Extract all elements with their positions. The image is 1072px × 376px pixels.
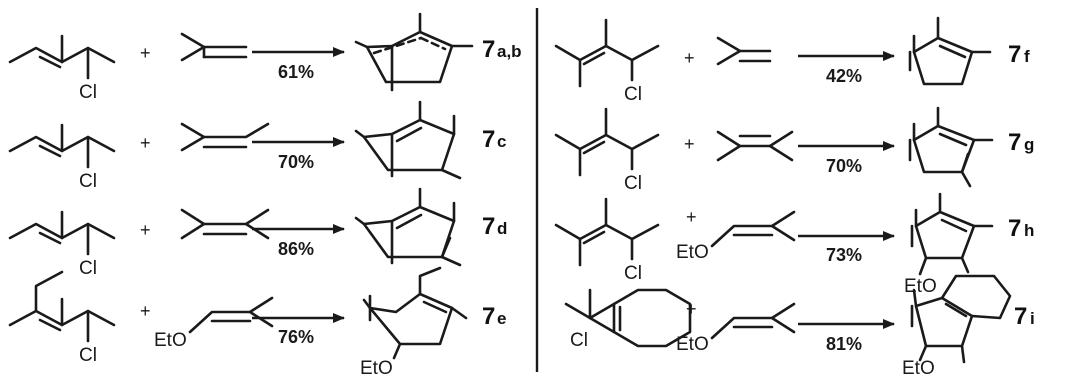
chloro-label: Cl — [79, 82, 97, 103]
compound-number: 7 — [482, 213, 495, 240]
yield-label: 86% — [278, 239, 314, 259]
plus-sign: + — [140, 220, 151, 240]
cyclopentene-product: EtO — [904, 192, 994, 297]
enol-ether-reactant: EtO — [676, 302, 796, 355]
ethoxy-label: EtO — [676, 334, 709, 355]
compound-number: 7 — [1008, 129, 1021, 156]
alkene-reactant — [716, 36, 772, 66]
chloro-label: Cl — [624, 173, 642, 194]
compound-number: 7 — [482, 303, 495, 330]
ethoxy-label: EtO — [154, 330, 187, 351]
chloro-label: Cl — [79, 345, 97, 366]
chloride-reactant: Cl — [8, 123, 116, 192]
yield-label: 73% — [826, 245, 862, 265]
enol-ether-reactant: EtO — [676, 210, 796, 263]
chloride-reactant: Cl — [8, 270, 116, 366]
cyclohexenyl-chloride-reactant: Cl — [564, 288, 692, 351]
plus-sign: + — [684, 134, 695, 154]
compound-number: 7 — [1008, 215, 1021, 242]
yield-label: 70% — [278, 152, 314, 172]
plus-sign: + — [140, 301, 151, 321]
plus-sign: + — [684, 48, 695, 68]
ethoxy-label: EtO — [360, 358, 393, 376]
compound-number: 7 — [482, 36, 495, 63]
reaction-7g: Cl + 70% 7 g — [554, 106, 1034, 194]
reaction-7f: Cl + 42% 7 f — [554, 16, 1030, 105]
reaction-7h: Cl + EtO 73% EtO 7 h — [554, 192, 1034, 297]
ethoxy-label: EtO — [676, 242, 709, 263]
chloro-label: Cl — [570, 330, 588, 351]
reaction-7e: Cl + EtO 76% EtO 7 e — [8, 266, 506, 376]
cyclopentene-product — [354, 100, 462, 180]
yield-label: 70% — [826, 156, 862, 176]
chloro-label: Cl — [79, 171, 97, 192]
bicyclic-product: EtO — [902, 274, 1012, 376]
compound-suffix: c — [497, 132, 506, 151]
cyclopentene-product — [354, 187, 462, 267]
compound-suffix: e — [497, 309, 506, 328]
chloro-label: Cl — [624, 263, 642, 284]
chloride-reactant: Cl — [554, 197, 660, 284]
ethoxy-label: EtO — [902, 358, 935, 376]
chloride-reactant: Cl — [8, 210, 116, 279]
plus-sign: + — [686, 207, 697, 227]
cyclopentene-product — [354, 12, 474, 92]
alkene-reactant — [716, 130, 794, 162]
enol-ether-reactant: EtO — [154, 296, 274, 351]
reaction-7i: Cl + EtO 81% EtO 7 i — [564, 274, 1035, 376]
plus-sign: + — [140, 133, 151, 153]
compound-suffix: a,b — [497, 42, 522, 61]
chloride-reactant: Cl — [8, 34, 116, 103]
plus-sign: + — [686, 299, 697, 319]
alkene-reactant — [180, 32, 248, 62]
compound-suffix: h — [1024, 221, 1034, 240]
plus-sign: + — [140, 43, 151, 63]
ethoxy-label: EtO — [904, 276, 937, 297]
compound-suffix: g — [1024, 135, 1034, 154]
compound-suffix: i — [1030, 309, 1035, 328]
cyclopentene-product: EtO — [360, 266, 468, 376]
yield-label: 81% — [826, 334, 862, 354]
yield-label: 76% — [278, 327, 314, 347]
yield-label: 42% — [826, 66, 862, 86]
compound-suffix: d — [497, 219, 507, 238]
cyclopentene-product — [908, 106, 994, 188]
compound-suffix: f — [1024, 47, 1030, 66]
compound-number: 7 — [1014, 303, 1027, 330]
chloride-reactant: Cl — [554, 18, 660, 105]
yield-label: 61% — [278, 62, 314, 82]
alkene-reactant — [180, 208, 270, 240]
reaction-7d: Cl + 86% 7 d — [8, 187, 507, 279]
compound-number: 7 — [482, 126, 495, 153]
chloro-label: Cl — [624, 84, 642, 105]
chloride-reactant: Cl — [554, 107, 660, 194]
compound-number: 7 — [1008, 41, 1021, 68]
reaction-7ab: Cl + 61% 7 a,b — [8, 12, 522, 103]
chloro-label: Cl — [79, 258, 97, 279]
alkene-reactant — [180, 122, 270, 152]
cyclopentene-product — [908, 16, 992, 86]
reaction-7c: Cl + 70% 7 c — [8, 100, 506, 192]
